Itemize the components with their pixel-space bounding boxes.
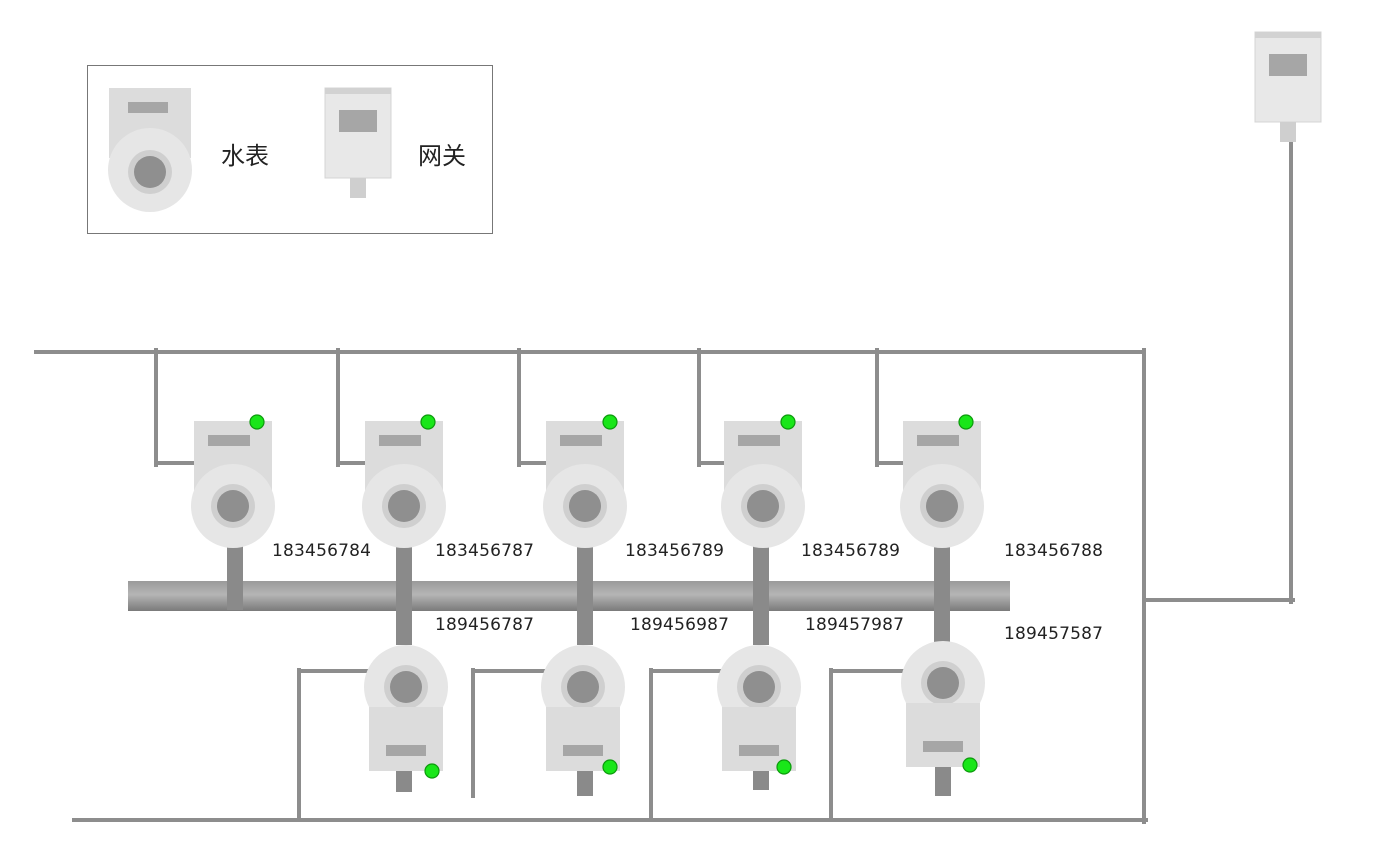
gateway-connector xyxy=(1280,122,1296,142)
legend-box: 水表 网关 xyxy=(87,65,493,234)
main-water-pipe xyxy=(128,581,1010,611)
status-led-icon xyxy=(602,414,618,430)
upper-meter-5 xyxy=(900,414,984,548)
lower-meter-2 xyxy=(541,645,625,775)
outlet-pipe xyxy=(396,770,412,792)
bus-wires xyxy=(34,138,1295,824)
meter-screen xyxy=(563,745,603,756)
upper-meter-3 xyxy=(543,414,627,548)
lower-meter-3-id: 189457987 xyxy=(805,615,905,635)
meter-dial xyxy=(569,490,601,522)
legend-gateway-device xyxy=(324,87,392,198)
status-led-icon xyxy=(602,759,618,775)
gateway-screen xyxy=(339,110,377,132)
riser-pipe xyxy=(753,540,769,645)
gateway-body xyxy=(324,87,392,179)
legend-meter-icon xyxy=(108,88,192,212)
legend-gateway-label: 网关 xyxy=(418,142,466,170)
meter-screen xyxy=(923,741,963,752)
meter-screen xyxy=(560,435,602,446)
gateway-screen xyxy=(1269,54,1307,76)
meter-dial xyxy=(388,490,420,522)
lower-meter-4-id: 189457587 xyxy=(1004,624,1104,644)
upper-meter-4-id: 183456789 xyxy=(801,541,901,561)
meter-dial xyxy=(390,671,422,703)
lower-meter-1-id: 189456787 xyxy=(435,615,535,635)
riser-pipe xyxy=(934,540,950,645)
status-led-icon xyxy=(958,414,974,430)
upper-meter-5-id: 183456788 xyxy=(1004,541,1104,561)
status-led-icon xyxy=(962,757,978,773)
meter-dial xyxy=(747,490,779,522)
meter-screen xyxy=(208,435,250,446)
upper-meter-3-id: 183456789 xyxy=(625,541,725,561)
meter-screen xyxy=(386,745,426,756)
riser-pipe xyxy=(577,540,593,645)
outlet-pipe xyxy=(577,770,593,796)
lower-meter-3 xyxy=(717,645,801,775)
meter-dial xyxy=(927,667,959,699)
status-led-icon xyxy=(249,414,265,430)
status-led-icon xyxy=(424,763,440,779)
meter-screen xyxy=(738,435,780,446)
meter-dial xyxy=(743,671,775,703)
status-led-icon xyxy=(776,759,792,775)
riser-pipe xyxy=(227,538,243,610)
lower-meter-2-id: 189456987 xyxy=(630,615,730,635)
upper-meter-1-id: 183456784 xyxy=(272,541,372,561)
upper-meter-4 xyxy=(721,414,805,548)
legend-meter-screen xyxy=(128,102,168,113)
status-led-icon xyxy=(420,414,436,430)
gateway-top-edge xyxy=(1255,32,1321,38)
riser-pipe xyxy=(396,540,412,645)
gateway-connector xyxy=(350,178,366,198)
gateway-top-edge xyxy=(325,88,391,94)
upper-meter-2 xyxy=(362,414,446,548)
meter-dial xyxy=(926,490,958,522)
lower-meter-4 xyxy=(901,641,985,773)
meter-display-body xyxy=(906,703,980,767)
lower-meter-1 xyxy=(364,645,448,779)
meter-dial xyxy=(217,490,249,522)
outlet-pipe xyxy=(935,765,951,796)
gateway-top-right xyxy=(1254,31,1322,142)
upper-meter-1 xyxy=(191,414,275,548)
meter-risers xyxy=(227,538,951,796)
meter-screen xyxy=(379,435,421,446)
gateway-device xyxy=(1254,31,1322,142)
meter-screen xyxy=(917,435,959,446)
meters-layer xyxy=(191,414,985,779)
meter-dial xyxy=(567,671,599,703)
legend-meter-dial xyxy=(134,156,166,188)
meter-display-body xyxy=(369,707,443,771)
meter-screen xyxy=(739,745,779,756)
gateway-body xyxy=(1254,31,1322,123)
legend-gateway-icon xyxy=(324,87,392,198)
legend-meter-label: 水表 xyxy=(221,142,269,170)
status-led-icon xyxy=(780,414,796,430)
outlet-pipe xyxy=(753,765,769,790)
upper-meter-2-id: 183456787 xyxy=(435,541,535,561)
